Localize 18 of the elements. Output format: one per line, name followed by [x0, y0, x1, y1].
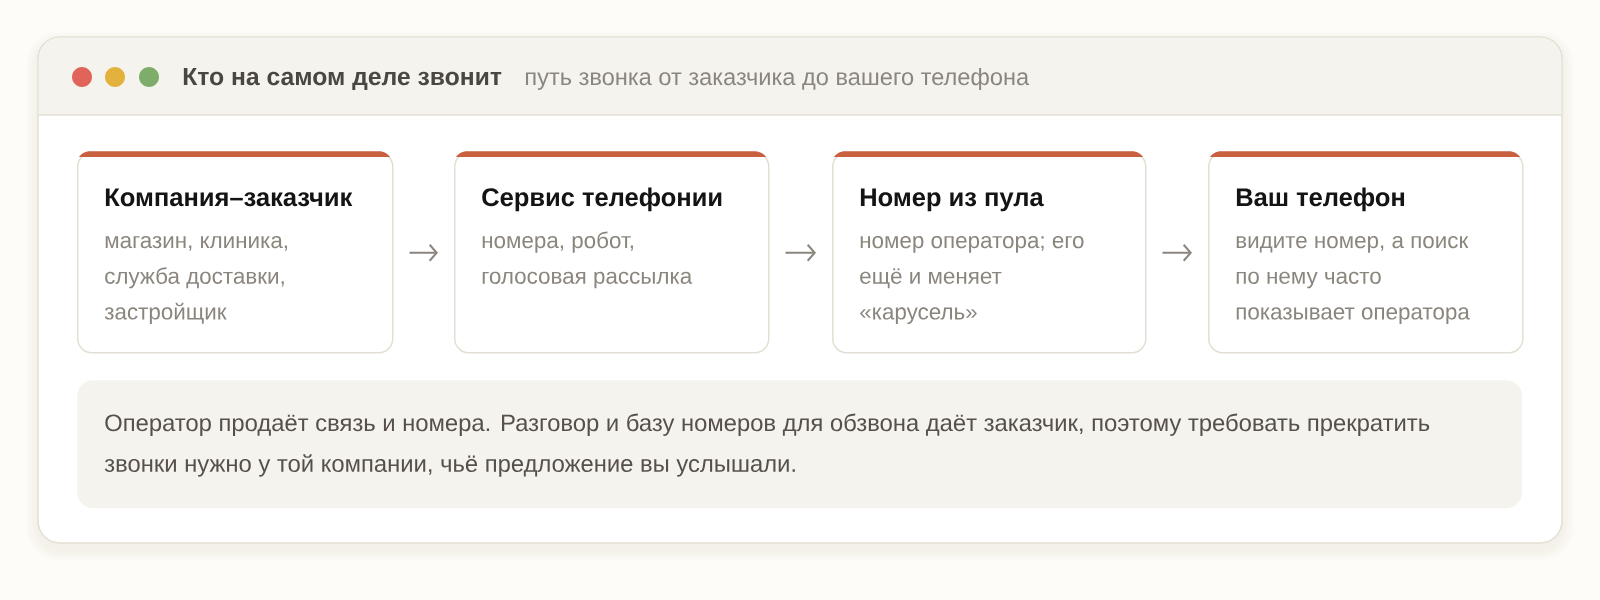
box-title: Компания–заказчик — [105, 188, 353, 207]
box-title: Ваш телефон — [1236, 187, 1405, 212]
box-description: видите номер, а поиск по нему часто показывает оператора — [1236, 235, 1470, 325]
process-box — [453, 151, 770, 354]
subtitle: путь звонка от заказчика до вашего телефона — [526, 67, 1030, 90]
box-description: номер оператора; его ещё и меняет «карусель» — [860, 235, 1084, 325]
box-title: Номер из пула — [860, 188, 1044, 212]
diagram-title: Кто на самом деле звонит — [183, 68, 502, 90]
box-title: Сервис телефонии — [482, 187, 722, 212]
process-box — [831, 151, 1147, 354]
process-box — [76, 151, 394, 354]
note-text: Оператор продаёт связь и номера. Разговор и базу номеров для обзвона даёт заказчик, поэтому требовать прекратить звонки нужно у той компании, чьё предложение вы услышали. — [104, 413, 1430, 477]
box-description: номера, робот, голосовая рассылка — [482, 231, 693, 289]
box-description: магазин, клиника, служба доставки, застройщик — [104, 235, 287, 325]
arrow — [408, 243, 438, 262]
arrow — [784, 243, 816, 262]
arrow — [1161, 243, 1192, 262]
process-box — [1207, 151, 1524, 354]
